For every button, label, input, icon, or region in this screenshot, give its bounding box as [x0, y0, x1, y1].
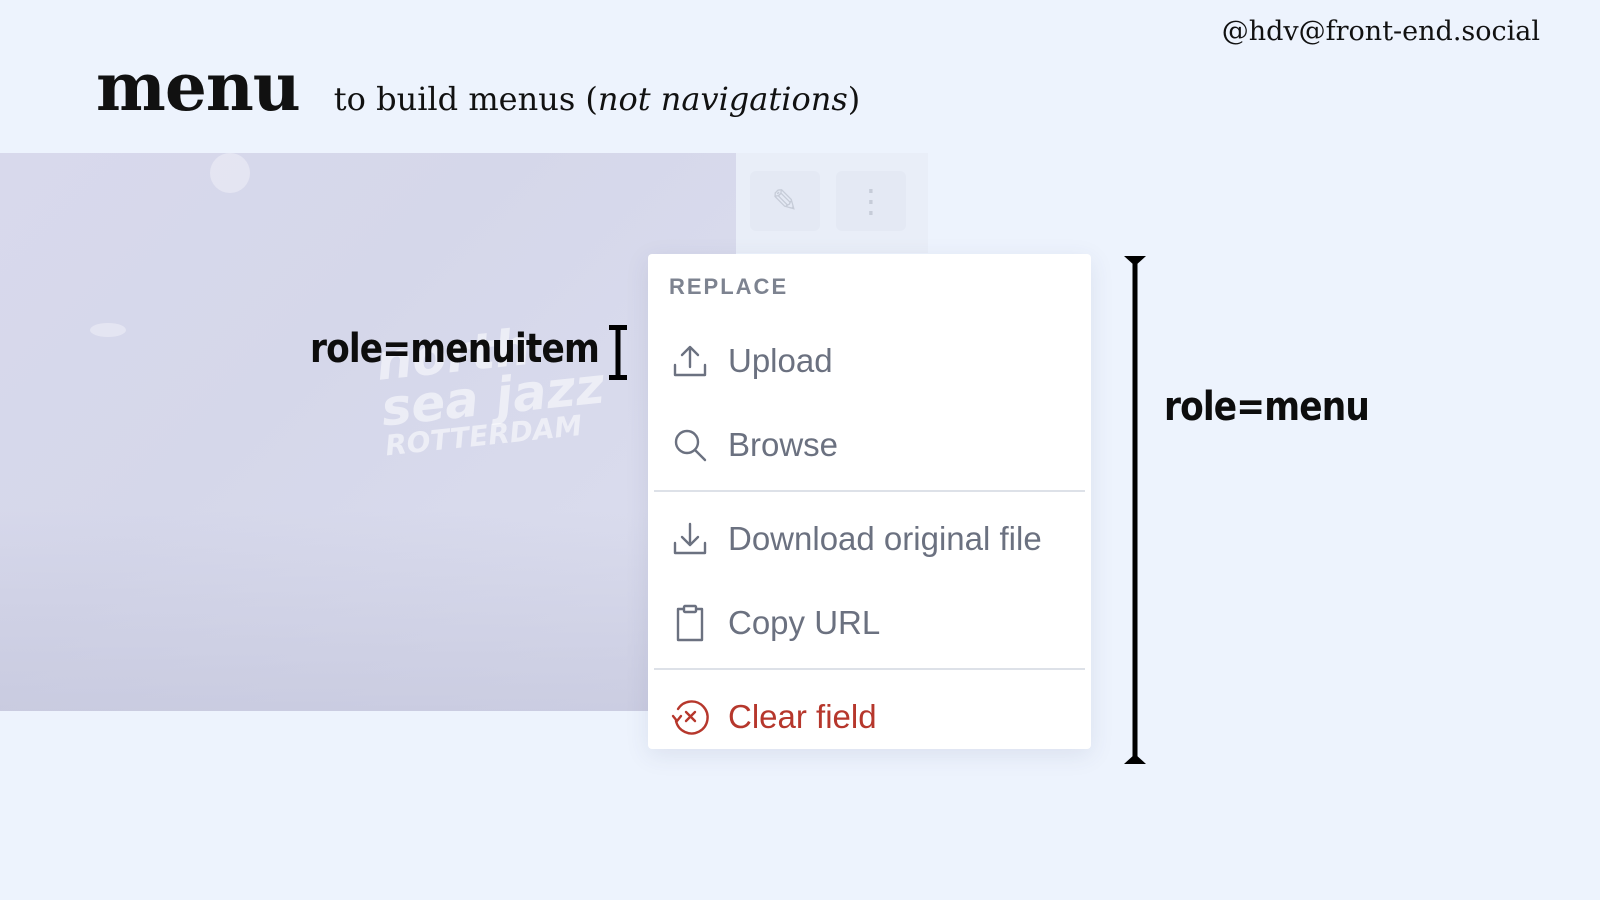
pencil-icon: ✎ — [750, 171, 820, 231]
stage-area — [0, 511, 736, 711]
menu-item-label: Upload — [728, 342, 833, 379]
menu-bracket — [1124, 256, 1146, 764]
upload-icon — [670, 341, 710, 381]
menu-item-label: Copy URL — [728, 604, 881, 641]
menu-item-upload[interactable]: Upload — [648, 326, 1091, 396]
menu-item-copy-url[interactable]: Copy URL — [648, 588, 1091, 658]
slide-subtitle: to build menus (not navigations) — [334, 80, 860, 118]
search-icon — [670, 425, 710, 465]
menu-group-label: REPLACE — [669, 274, 789, 299]
menuitem-annotation: role=menuitem — [310, 326, 600, 372]
download-icon — [670, 519, 710, 559]
clipboard-icon — [670, 603, 710, 643]
menu-divider — [654, 490, 1085, 492]
menuitem-bracket — [609, 325, 627, 380]
background-toolbar: ✎ ⋮ — [736, 153, 928, 253]
menu-item-browse[interactable]: Browse — [648, 410, 1091, 480]
menu-item-label: Browse — [728, 426, 839, 463]
menu-item-download[interactable]: Download original file — [648, 504, 1091, 574]
menu-divider — [654, 668, 1085, 670]
menu-item-label: Download original file — [728, 520, 1042, 557]
replace-menu: REPLACE Upload Browse Download original … — [648, 254, 1091, 749]
clear-circle-icon — [670, 697, 710, 737]
menu-item-clear-field[interactable]: Clear field — [648, 682, 1091, 752]
subtitle-suffix: ) — [847, 80, 861, 118]
background-photo: north sea jazz ROTTERDAM — [0, 153, 736, 711]
slide-header: menu to build menus (not navigations) — [96, 48, 860, 126]
menu-item-label: Clear field — [728, 698, 877, 735]
stage-light — [210, 153, 250, 193]
subtitle-prefix: to build menus ( — [333, 80, 598, 118]
stage-light — [90, 323, 126, 337]
menu-annotation: role=menu — [1164, 384, 1370, 430]
author-handle: @hdv@front-end.social — [1221, 16, 1540, 47]
slide-title: menu — [96, 48, 301, 126]
more-vertical-icon: ⋮ — [836, 171, 906, 231]
subtitle-emphasis: not navigations — [597, 80, 848, 118]
